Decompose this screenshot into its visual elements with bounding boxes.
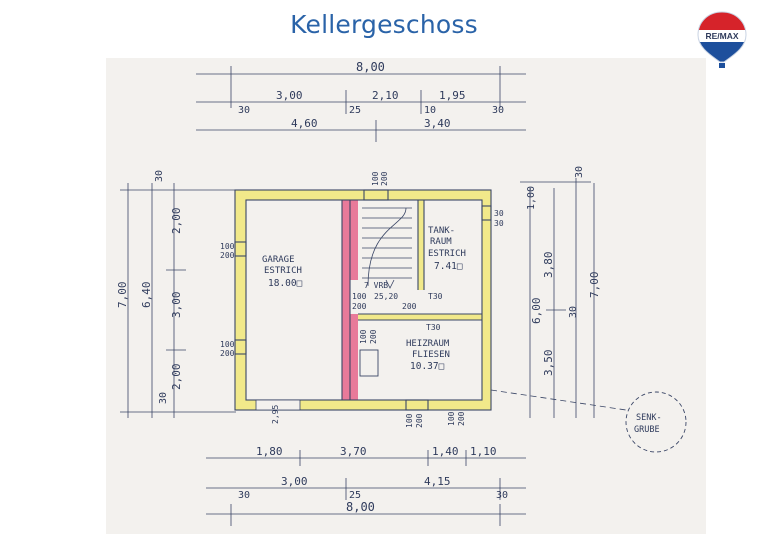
dim-left-3-00: 3,00 [170, 292, 183, 319]
note-win-100a: 100 [220, 242, 235, 251]
note-bottom-100: 100 [405, 413, 414, 428]
senkgrube-line-1: SENK- [636, 413, 662, 423]
senkgrube-line-2: GRUBE [634, 425, 660, 435]
room-labels: GARAGE ESTRICH 18.00□ TANK- RAUM ESTRICH… [262, 226, 466, 372]
dim-top-small-30a: 30 [238, 105, 250, 116]
dim-top-4-60: 4,60 [291, 117, 318, 130]
staircase [362, 207, 412, 289]
note-vrb: 7 VRB [364, 281, 388, 290]
dim-right-30: 30 [574, 166, 585, 178]
right-dimensions: 30 3,80 3,50 30 1,00 6,00 7,00 [520, 166, 601, 418]
stair-annotations: 7 VRB 100 200 25,20 T30 200 T30 2,95 100… [220, 171, 504, 428]
floor-plan: 8,00 3,00 2,10 1,95 30 25 10 30 4,60 3,4… [106, 58, 706, 534]
dim-bottom-total: 8,00 [346, 500, 375, 514]
dim-bottom-3-00: 3,00 [281, 475, 308, 488]
dim-right-10: 30 [568, 306, 579, 318]
note-heiz-100: 100 [359, 329, 368, 344]
room-garage-area: 18.00□ [268, 278, 303, 289]
dim-bottom-1-10: 1,10 [470, 445, 497, 458]
room-tank-name-1: TANK- [428, 226, 455, 236]
dim-right-6-00: 6,00 [530, 298, 543, 325]
dim-right-3-50: 3,50 [542, 350, 555, 377]
left-dimensions: 7,00 6,40 30 2,00 3,00 2,00 30 [116, 170, 236, 418]
senkgrube: SENK- GRUBE [490, 389, 687, 453]
dim-top-small-10: 10 [424, 105, 436, 116]
dim-bottom-1-40: 1,40 [432, 445, 459, 458]
note-200b: 200 [402, 302, 417, 311]
dim-bottom-4-15: 4,15 [424, 475, 451, 488]
note-2-95: 2,95 [271, 405, 280, 424]
room-garage-floor: ESTRICH [264, 266, 302, 276]
building [234, 189, 492, 411]
interior-wall-red [342, 200, 350, 400]
dim-left-30-top: 30 [154, 170, 165, 182]
dim-left-6-40: 6,40 [140, 282, 153, 309]
dim-bottom-small-25: 25 [349, 490, 361, 501]
senkgrube-circle [625, 391, 687, 453]
dim-right-7-00: 7,00 [588, 272, 601, 299]
room-garage-name: GARAGE [262, 255, 295, 265]
room-heiz-name: HEIZRAUM [406, 339, 450, 349]
note-bottom-200: 200 [415, 413, 424, 428]
dim-top-2-10: 2,10 [372, 89, 399, 102]
room-tank-name-2: RAUM [430, 237, 452, 247]
dim-left-2-00a: 2,00 [170, 208, 183, 235]
dim-left-30-bottom: 30 [158, 392, 169, 404]
note-win-100b: 100 [220, 340, 235, 349]
dim-top-small-25: 25 [349, 105, 361, 116]
note-bottom-100b: 100 [447, 411, 456, 426]
dim-bottom-3-70: 3,70 [340, 445, 367, 458]
dim-bottom-small-30b: 30 [496, 490, 508, 501]
dim-bottom-1-80: 1,80 [256, 445, 283, 458]
bottom-dimensions: 1,80 3,70 1,40 1,10 3,00 4,15 30 25 30 8… [206, 445, 526, 526]
room-heiz-floor: FLIESEN [412, 350, 450, 360]
note-bottom-200b: 200 [457, 411, 466, 426]
note-right-30a: 30 [494, 209, 504, 218]
logo-text: RE/MAX [705, 31, 738, 41]
dim-left-2-00b: 2,00 [170, 364, 183, 391]
room-heiz-area: 10.37□ [410, 361, 445, 372]
dim-top-total: 8,00 [356, 60, 385, 74]
note-top-100: 100 [371, 171, 380, 186]
floor-plan-drawing: 8,00 3,00 2,10 1,95 30 25 10 30 4,60 3,4… [106, 58, 706, 534]
top-dimensions: 8,00 3,00 2,10 1,95 30 25 10 30 4,60 3,4… [196, 60, 526, 142]
remax-balloon-logo: RE/MAX [697, 11, 747, 68]
dim-bottom-small-30a: 30 [238, 490, 250, 501]
dim-top-1-95: 1,95 [439, 89, 466, 102]
room-tank-floor: ESTRICH [428, 249, 466, 259]
note-100: 100 [352, 292, 367, 301]
note-right-30b: 30 [494, 219, 504, 228]
note-t30: T30 [428, 292, 443, 301]
dim-top-3-40: 3,40 [424, 117, 451, 130]
room-tank-area: 7.41□ [434, 261, 463, 272]
note-t30b: T30 [426, 323, 441, 332]
note-win-200a: 200 [220, 251, 235, 260]
boiler-symbol [359, 349, 379, 377]
dim-top-small-30b: 30 [492, 105, 504, 116]
page-title: Kellergeschoss [290, 10, 478, 39]
note-win-200b: 200 [220, 349, 235, 358]
dim-left-7-00: 7,00 [116, 282, 129, 309]
note-2520: 25,20 [374, 292, 398, 301]
dim-right-1-00: 1,00 [526, 186, 537, 210]
note-top-200: 200 [380, 171, 389, 186]
note-heiz-200: 200 [369, 329, 378, 344]
dim-top-3-00: 3,00 [276, 89, 303, 102]
note-200: 200 [352, 302, 367, 311]
dim-right-3-80: 3,80 [542, 252, 555, 279]
